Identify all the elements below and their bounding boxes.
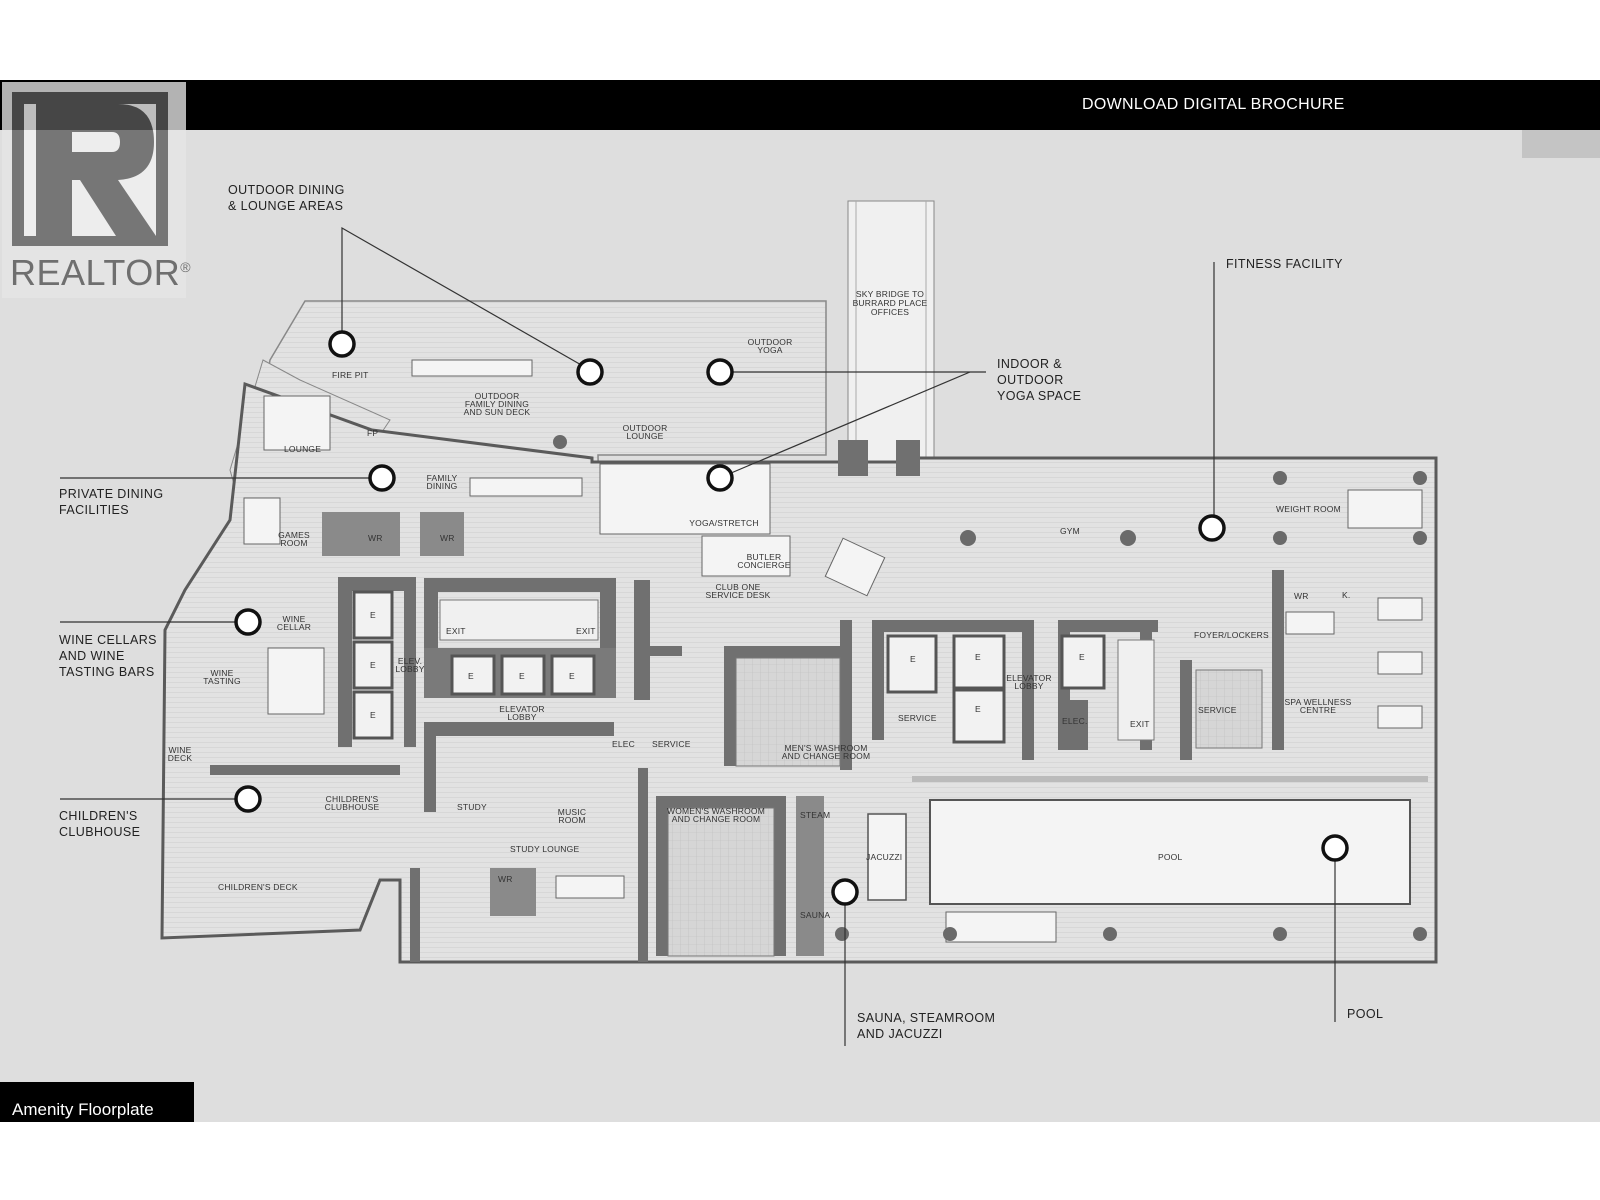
label-weight-room: WEIGHT ROOM — [1276, 504, 1341, 514]
label-sauna: SAUNA — [800, 910, 830, 920]
label-study-lounge: STUDY LOUNGE — [510, 844, 579, 854]
callout-yoga: INDOOR & OUTDOOR YOGA SPACE — [997, 357, 1082, 403]
realtor-r-icon — [12, 92, 168, 246]
label-e-10: E — [1079, 652, 1085, 662]
header-bar: DOWNLOAD DIGITAL BROCHURE — [0, 80, 1600, 130]
elevator-blocks — [352, 590, 1155, 744]
realtor-logo: REALTOR® — [2, 82, 191, 298]
label-steam: STEAM — [800, 810, 830, 820]
footer-label: Amenity Floorplate — [12, 1100, 154, 1119]
label-study: STUDY — [457, 802, 487, 812]
label-exit-3: EXIT — [1130, 719, 1150, 729]
label-e-3: E — [370, 710, 376, 720]
label-jacuzzi: JACUZZI — [866, 852, 902, 862]
label-service-3: SERVICE — [1198, 705, 1237, 715]
corner-tab — [1522, 130, 1600, 158]
callout-sauna: SAUNA, STEAMROOM AND JACUZZI — [857, 1011, 996, 1041]
label-e-4: E — [468, 671, 474, 681]
callout-outdoor-dining: OUTDOOR DINING & LOUNGE AREAS — [228, 183, 345, 213]
label-pool: POOL — [1158, 852, 1182, 862]
label-wr-3: WR — [1294, 591, 1309, 601]
label-childrens-deck: CHILDREN'S DECK — [218, 882, 298, 892]
footer-label-tab: Amenity Floorplate — [0, 1082, 194, 1122]
label-exit-1: EXIT — [446, 626, 466, 636]
callout-pool: POOL — [1347, 1007, 1384, 1021]
label-gym: GYM — [1060, 526, 1080, 536]
label-e-9: E — [975, 704, 981, 714]
washrooms — [667, 657, 1263, 957]
label-service-1: SERVICE — [652, 739, 691, 749]
label-k: K. — [1342, 590, 1350, 600]
walls — [210, 440, 1284, 962]
label-e-2: E — [370, 660, 376, 670]
label-fp: FP — [367, 428, 378, 438]
label-e-1: E — [370, 610, 376, 620]
callout-fitness: FITNESS FACILITY — [1226, 257, 1343, 271]
label-wr-4: WR — [498, 874, 513, 884]
label-elec: ELEC. — [1062, 716, 1088, 726]
label-foyer-lockers: FOYER/LOCKERS — [1194, 630, 1269, 640]
callout-leaders — [60, 226, 1336, 1046]
furniture — [243, 359, 1423, 943]
label-e-6: E — [569, 671, 575, 681]
label-exit-2: EXIT — [576, 626, 596, 636]
callout-wine: WINE CELLARS AND WINE TASTING BARS — [59, 633, 157, 679]
label-e-8: E — [975, 652, 981, 662]
label-fire-pit: FIRE PIT — [332, 370, 369, 380]
download-brochure-link[interactable]: DOWNLOAD DIGITAL BROCHURE — [1082, 96, 1345, 113]
callout-private-dining: PRIVATE DINING FACILITIES — [59, 487, 164, 517]
label-elev-lobby: ELEV.LOBBY — [395, 656, 424, 674]
callout-markers — [234, 330, 1349, 906]
label-wr-2: WR — [440, 533, 455, 543]
sky-bridge — [847, 200, 935, 477]
label-e-5: E — [519, 671, 525, 681]
label-wr-1: WR — [368, 533, 383, 543]
label-e-7: E — [910, 654, 916, 664]
label-yoga-stretch: YOGA/STRETCH — [689, 518, 758, 528]
label-elec-short: ELEC — [612, 739, 635, 749]
callout-children: CHILDREN'S CLUBHOUSE — [59, 809, 141, 839]
label-lounge: LOUNGE — [284, 444, 321, 454]
realtor-wordmark: REALTOR® — [10, 252, 192, 293]
label-service-2: SERVICE — [898, 713, 937, 723]
